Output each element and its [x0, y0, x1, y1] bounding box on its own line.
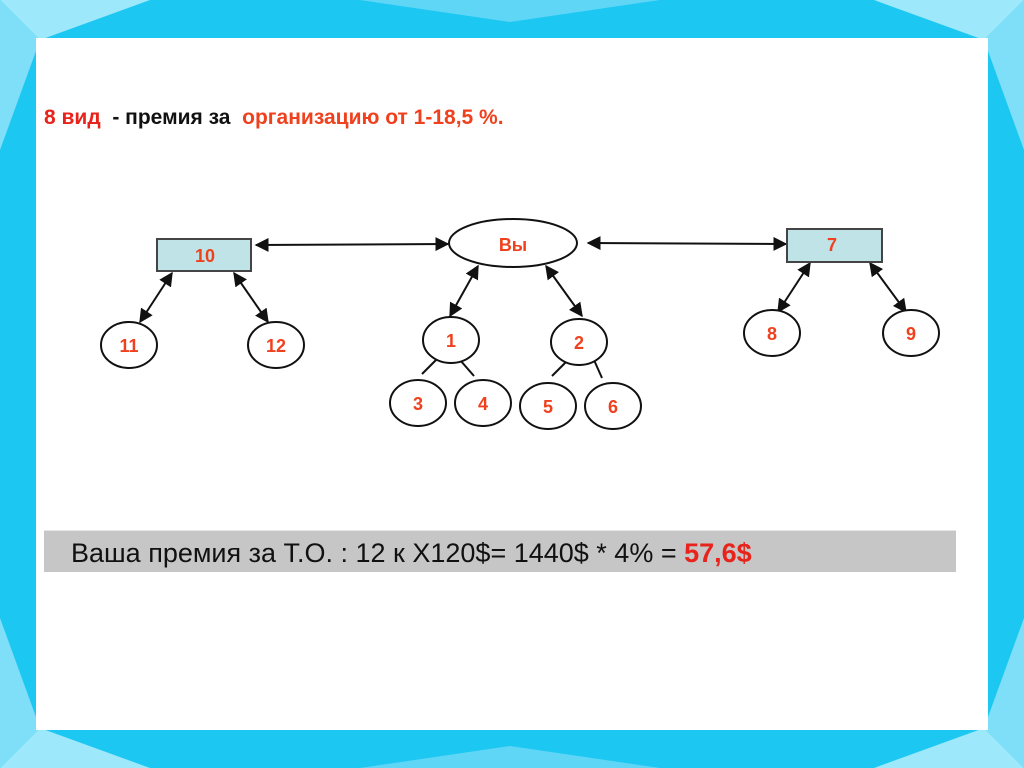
node-8 [743, 309, 801, 357]
connector-7-9 [869, 261, 907, 314]
connector-10-12 [233, 271, 269, 324]
title-part-3: организацию от 1-18,5 %. [242, 106, 504, 129]
connector-you-2 [545, 264, 583, 318]
node-label-2: 2 [574, 333, 584, 353]
node-9 [882, 309, 940, 357]
node-3 [389, 379, 447, 427]
node-box-7 [786, 228, 883, 263]
result-text: Ваша премия за Т.О. : 12 к Х120$= 1440$ … [71, 538, 677, 568]
node-label-9: 9 [906, 324, 916, 344]
node-label-7: 7 [827, 235, 837, 255]
node-6 [584, 382, 642, 430]
node-11 [100, 321, 158, 369]
connector-you-1 [449, 264, 479, 318]
node-label-8: 8 [767, 324, 777, 344]
node-label-4: 4 [478, 394, 488, 414]
node-label-1: 1 [446, 331, 456, 351]
node-you [448, 218, 578, 268]
node-label-5: 5 [543, 397, 553, 417]
node-4 [454, 379, 512, 427]
node-label-10: 10 [195, 246, 215, 266]
slide-title: 8 вид - премия за организацию от 1-18,5 … [44, 106, 504, 130]
slide-panel [36, 38, 988, 730]
connector-you-7 [586, 236, 788, 251]
connector-1-3 [421, 359, 437, 375]
node-label-11: 11 [119, 336, 138, 356]
node-12 [247, 321, 305, 369]
result-highlight: 57,6$ [684, 538, 752, 568]
node-label-3: 3 [413, 394, 423, 414]
title-part-1: 8 вид [44, 106, 101, 129]
result-bar: Ваша премия за Т.О. : 12 к Х120$= 1440$ … [44, 530, 956, 572]
node-1 [422, 316, 480, 364]
node-label-12: 12 [266, 336, 286, 356]
connector-1-4 [459, 359, 475, 377]
node-box-10 [156, 238, 252, 272]
connector-10-you [254, 237, 450, 252]
node-label-you: Вы [499, 235, 527, 255]
node-5 [519, 382, 577, 430]
connector-2-6 [593, 359, 603, 379]
connector-10-11 [139, 271, 173, 324]
node-2 [550, 318, 608, 366]
node-label-6: 6 [608, 397, 618, 417]
title-part-2: - премия за [112, 106, 231, 129]
connector-7-8 [777, 261, 811, 314]
